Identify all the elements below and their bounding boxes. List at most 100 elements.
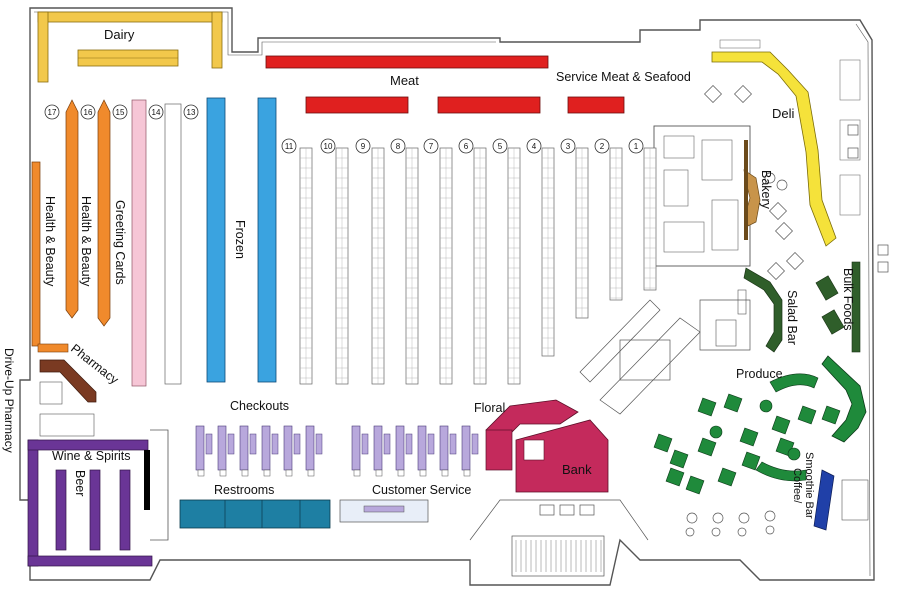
aisle-number: 11: [285, 142, 294, 151]
frozen-case-1: [206, 97, 226, 383]
frozen-section: [164, 97, 277, 385]
label-dairy: Dairy: [104, 27, 135, 42]
label-restrooms: Restrooms: [214, 483, 274, 497]
checkout-lane: [373, 425, 391, 477]
restrooms-block: [179, 499, 331, 529]
produce-table: [739, 427, 759, 447]
aisle-number-marker: 8: [390, 138, 406, 154]
salad-bar-counter: [743, 267, 783, 353]
produce-table: [697, 437, 717, 457]
frozen-case-2: [257, 97, 277, 383]
aisle-number-marker: 13: [183, 104, 199, 120]
wine-spirits-section: [27, 413, 169, 567]
label-wine-spirits: Wine & Spirits: [52, 449, 131, 463]
deli-counter: [711, 51, 837, 247]
aisle-number: 5: [498, 142, 503, 151]
produce-wall-case: [821, 355, 867, 443]
checkout-lane: [417, 425, 435, 477]
produce-round-table: [787, 447, 801, 461]
dairy-left-case: [37, 11, 49, 83]
aisle-number: 10: [324, 142, 333, 151]
checkout-lane: [239, 425, 257, 477]
label-service-meat: Service Meat & Seafood: [556, 70, 691, 84]
checkout-lane: [461, 425, 479, 477]
aisle-number-marker: 11: [281, 138, 297, 154]
meat-wall-case: [265, 55, 549, 69]
aisle-number: 1: [634, 142, 639, 151]
checkout-lane: [283, 425, 301, 477]
label-coffee-bar-1: Coffee/: [791, 468, 803, 504]
aisle-number: 17: [48, 108, 57, 117]
produce-table: [665, 467, 685, 487]
produce-table: [669, 449, 689, 469]
meat-section: [265, 55, 625, 114]
label-drive-up-pharmacy: Drive-Up Pharmacy: [2, 348, 16, 453]
aisle-number: 2: [600, 142, 605, 151]
checkout-lane: [195, 425, 213, 477]
label-health-beauty-1: Health & Beauty: [43, 196, 57, 287]
dairy-top-case: [37, 11, 223, 23]
bank-area: [515, 419, 609, 493]
label-greeting-cards: Greeting Cards: [113, 200, 127, 285]
produce-table: [821, 405, 841, 425]
produce-table: [741, 451, 761, 471]
aisle-number-marker: 3: [560, 138, 576, 154]
label-produce: Produce: [736, 367, 783, 381]
produce-table: [797, 405, 817, 425]
label-customer-service: Customer Service: [372, 483, 471, 497]
produce-round-table: [709, 425, 723, 439]
customer-service-section: [339, 499, 429, 523]
checkout-lane: [305, 425, 323, 477]
checkout-lane: [395, 425, 413, 477]
checkout-lane: [217, 425, 235, 477]
produce-section: [755, 355, 867, 482]
pharmacy-section: [37, 343, 97, 405]
label-meat: Meat: [390, 73, 419, 88]
coffee-seating: [685, 510, 776, 537]
meat-island-1: [305, 96, 409, 114]
checkout-lane: [439, 425, 457, 477]
bakery-section: [653, 125, 761, 267]
checkout-lanes: [195, 425, 479, 477]
label-coffee-bar-2: Smoothie Bar: [803, 452, 815, 519]
deli-section: [711, 39, 861, 247]
aisle-number: 7: [429, 142, 434, 151]
health-beauty-section: [31, 99, 111, 347]
map-labels: Dairy Meat Service Meat & Seafood Deli B…: [2, 27, 855, 519]
produce-arc-top: [769, 373, 819, 393]
bulk-foods-section: [815, 261, 861, 353]
aisle-number-marker: 14: [148, 104, 164, 120]
meat-island-2: [437, 96, 541, 114]
entrance-lobby: [469, 499, 649, 577]
salad-bar-section: [715, 267, 783, 353]
produce-arc-bottom: [755, 461, 807, 482]
coffee-bar-counter: [813, 469, 835, 531]
produce-round-table: [759, 399, 773, 413]
produce-table: [771, 415, 791, 435]
aisle-number-marker: 1: [628, 138, 644, 154]
health-beauty-aisle-17: [65, 99, 79, 319]
cafe-seating: [704, 85, 889, 280]
produce-table: [723, 393, 743, 413]
greeting-cards-section: [131, 99, 147, 387]
meat-island-3: [567, 96, 625, 114]
label-beer: Beer: [73, 470, 87, 496]
label-frozen: Frozen: [233, 220, 247, 259]
aisle-number: 4: [532, 142, 537, 151]
label-checkouts: Checkouts: [230, 399, 289, 413]
dairy-right-case: [211, 11, 223, 69]
aisle-number-marker: 2: [594, 138, 610, 154]
aisle-number-marker: 15: [112, 104, 128, 120]
label-deli: Deli: [772, 106, 795, 121]
produce-tables: [653, 393, 841, 495]
checkout-lane: [261, 425, 279, 477]
aisle-number: 8: [396, 142, 401, 151]
aisle-number-marker: 7: [423, 138, 439, 154]
aisle-number: 3: [566, 142, 571, 151]
dairy-section: [37, 11, 223, 83]
aisle-number: 6: [464, 142, 469, 151]
aisle-number: 9: [361, 142, 366, 151]
greeting-cards-rack: [131, 99, 147, 387]
